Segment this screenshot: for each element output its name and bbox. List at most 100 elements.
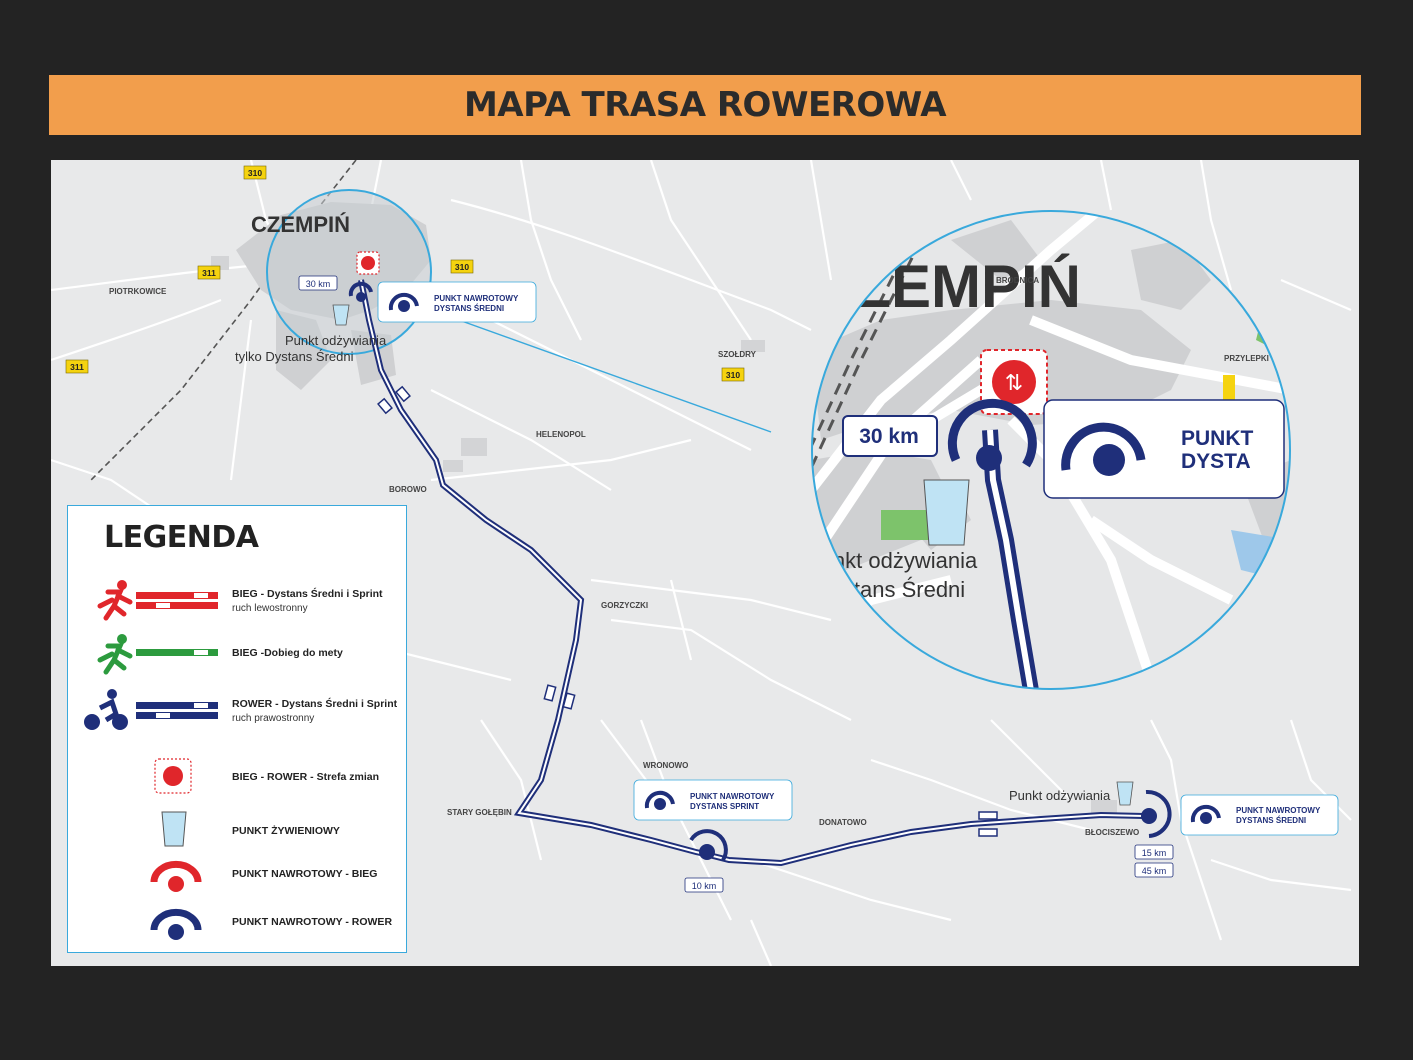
legend-label: BIEG - Dystans Średni i Sprint	[232, 588, 383, 600]
zoom-connector-line	[430, 309, 772, 433]
water-cup-icon	[161, 811, 187, 847]
legend-label: PUNKT ŻYWIENIOWY	[232, 825, 340, 837]
legend-label: ROWER - Dystans Średni i Sprint	[232, 698, 398, 710]
map-canvas: 310 311 310 311 310 CZEMPIŃ PIOTRKOWICE …	[51, 160, 1352, 966]
road-311-far-west: 311	[65, 359, 89, 374]
km-label-10: 10 km	[684, 877, 724, 893]
legend-title: LEGENDA	[104, 520, 259, 555]
svg-text:tylko Dystans Średni: tylko Dystans Średni	[235, 349, 354, 364]
svg-text:30 km: 30 km	[306, 279, 331, 289]
legend-item-run-turn: PUNKT NAWROTOWY - BIEG	[68, 858, 406, 894]
svg-text:30 km: 30 km	[859, 425, 919, 448]
transition-zone-icon	[154, 758, 192, 794]
svg-text:10 km: 10 km	[692, 881, 717, 891]
place-donatowo: DONATOWO	[819, 818, 867, 827]
title-banner: MAPA TRASA ROWEROWA	[49, 75, 1361, 135]
svg-text:PUNKT NAWROTOWY: PUNKT NAWROTOWY	[1236, 806, 1321, 815]
place-blociszewo: BŁOCISZEWO	[1085, 828, 1139, 837]
place-borowo: BOROWO	[389, 485, 427, 494]
train-station-icon	[764, 398, 790, 424]
turnaround-icon-czempin	[348, 281, 373, 302]
turnaround-blue-icon	[150, 908, 202, 940]
svg-text:PUNKT: PUNKT	[1181, 427, 1254, 450]
svg-text:310: 310	[455, 262, 469, 272]
km-label-45: 45 km	[1134, 862, 1174, 878]
place-stary-golebin: STARY GOŁĘBIN	[447, 808, 512, 817]
legend-label: PUNKT NAWROTOWY - BIEG	[232, 868, 378, 880]
svg-text:Punkt odżywiania: Punkt odżywiania	[1009, 788, 1111, 803]
svg-text:311: 311	[70, 362, 84, 372]
bike-route	[358, 279, 1147, 867]
place-szoldry: SZOŁDRY	[718, 350, 757, 359]
svg-text:45 km: 45 km	[1142, 866, 1167, 876]
place-przylepki: PRZYLEPKI	[1224, 354, 1269, 363]
place-maniewczki: MANIECZKI	[1279, 518, 1323, 527]
road-310-north: 310	[243, 165, 267, 180]
legend-item-run-finish: BIEG -Dobieg do mety	[68, 632, 406, 676]
zoom-town-label: CZEMPIŃ	[811, 253, 1081, 320]
legend-sub: ruch lewostronny	[232, 603, 308, 614]
aid-station-czempin[interactable]: Punkt odżywiania tylko Dystans Średni	[235, 304, 387, 364]
svg-text:Punkt odżywiania: Punkt odżywiania	[285, 333, 387, 348]
runner-red-icon	[97, 580, 133, 621]
turnaround-icon-sprint	[689, 829, 728, 862]
place-brodnica: BRODNICA	[996, 276, 1039, 285]
aid-station-east[interactable]: Punkt odżywiania	[1009, 781, 1134, 806]
legend-label: PUNKT NAWROTOWY - ROWER	[232, 916, 393, 928]
runner-green-icon	[97, 634, 133, 675]
legend-label: BIEG - ROWER - Strefa zmian	[232, 771, 380, 783]
svg-text:DYSTANS ŚREDNI: DYSTANS ŚREDNI	[434, 304, 504, 313]
legend-sub: ruch prawostronny	[232, 713, 315, 724]
run-route-line-icon	[136, 592, 218, 609]
svg-text:Punkt odżywiania: Punkt odżywiania	[806, 548, 978, 573]
transition-zone-small[interactable]	[356, 251, 380, 275]
svg-text:DYSTA: DYSTA	[1181, 450, 1251, 473]
svg-text:311: 311	[202, 268, 216, 278]
turnaround-icon-east	[1141, 789, 1172, 838]
turnaround-box-north[interactable]: PUNKT NAWROTOWY DYSTANS ŚREDNI	[377, 281, 537, 323]
finish-route-line-icon	[136, 649, 218, 656]
svg-text:DYSTANS ŚREDNI: DYSTANS ŚREDNI	[1236, 816, 1306, 825]
turnaround-box-sprint[interactable]: PUNKT NAWROTOWY DYSTANS SPRINT	[633, 779, 793, 821]
svg-text:PUNKT NAWROTOWY: PUNKT NAWROTOWY	[690, 792, 775, 801]
place-helenopol: HELENOPOL	[536, 430, 586, 439]
km-label-30-small: 30 km	[298, 275, 338, 291]
svg-text:DYSTANS SPRINT: DYSTANS SPRINT	[690, 802, 759, 811]
svg-text:PUNKT NAWROTOWY: PUNKT NAWROTOWY	[434, 294, 519, 303]
legend-item-run-main: BIEG - Dystans Średni i Sprint ruch lewo…	[68, 578, 406, 622]
svg-text:15 km: 15 km	[1142, 848, 1167, 858]
legend-item-aid: PUNKT ŻYWIENIOWY	[68, 809, 406, 849]
svg-text:310: 310	[726, 370, 740, 380]
direction-markers	[377, 385, 998, 837]
road-310-szoldry: 310	[721, 367, 745, 382]
road-number-labels: 310 311 310 311 310	[65, 165, 745, 382]
town-label: CZEMPIŃ	[251, 212, 350, 237]
zoom-circle-border	[811, 210, 1291, 690]
swap-arrows-icon: ⇅	[1005, 370, 1023, 395]
page-title: MAPA TRASA ROWEROWA	[463, 85, 947, 125]
zoom-inset[interactable]: CZEMPIŃ BRODNICA PRZYLEPKI MANIECZKI ⇅ 3…	[764, 200, 1351, 720]
legend-item-bike: ROWER - Dystans Średni i Sprint ruch pra…	[68, 688, 406, 732]
place-gorzyczki: GORZYCZKI	[601, 601, 648, 610]
place-wronowo: WRONOWO	[643, 761, 688, 770]
zoom-turnaround-icon	[947, 398, 1037, 471]
turnaround-red-icon	[150, 860, 202, 892]
svg-text:310: 310	[248, 168, 262, 178]
place-piotrkowice: PIOTRKOWICE	[109, 287, 167, 296]
zoom-transition-zone: ⇅	[980, 349, 1048, 415]
bike-route-line-icon	[136, 702, 218, 719]
svg-text:Dystans Średni: Dystans Średni	[816, 577, 965, 602]
road-311-west: 311	[197, 265, 221, 280]
railway	[90, 160, 357, 481]
turnaround-box-east[interactable]: PUNKT NAWROTOWY DYSTANS ŚREDNI	[1180, 794, 1339, 836]
place-names: CZEMPIŃ PIOTRKOWICE SZOŁDRY HELENOPOL BO…	[109, 212, 1139, 837]
legend-label: BIEG -Dobieg do mety	[232, 647, 343, 659]
cyclist-icon	[84, 689, 128, 730]
zoom-turnaround-box: PUNKT DYSTA	[1043, 399, 1285, 499]
legend-panel: LEGENDA BIEG - Dystans Średni i Sprint r…	[67, 505, 407, 953]
zoom-km-label: 30 km	[842, 415, 938, 457]
legend-item-bike-turn: PUNKT NAWROTOWY - ROWER	[68, 906, 406, 942]
road-310-east: 310	[450, 259, 474, 274]
km-label-15: 15 km	[1134, 844, 1174, 860]
legend-item-transition: BIEG - ROWER - Strefa zmian	[68, 756, 406, 796]
